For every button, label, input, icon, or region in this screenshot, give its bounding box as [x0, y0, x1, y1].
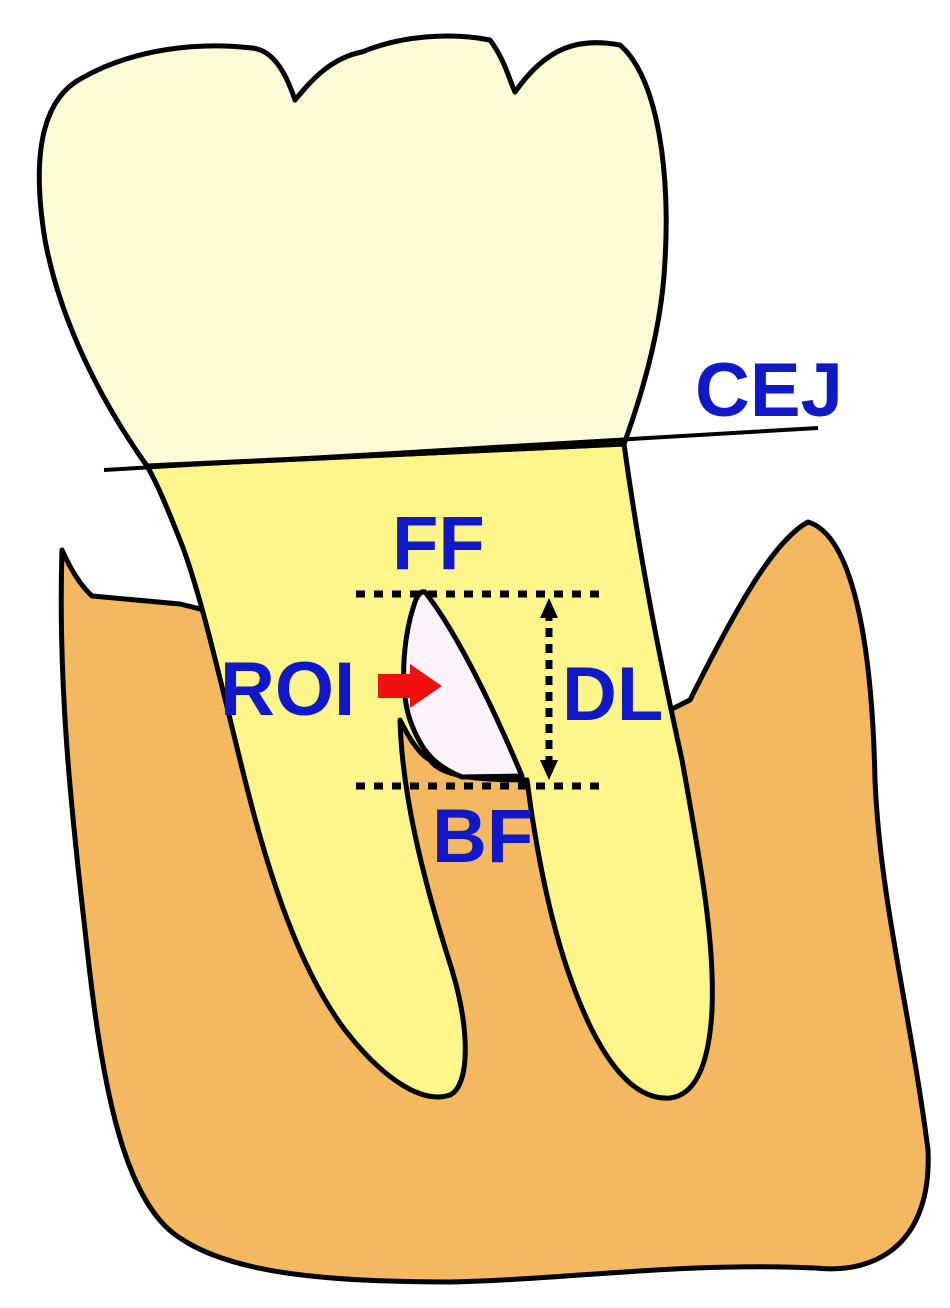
tooth-root [144, 441, 715, 1101]
dl-label: DL [562, 652, 663, 737]
roi-arrow [378, 664, 442, 708]
dl-measure-arrow [540, 598, 558, 780]
ff-label: FF [392, 501, 485, 586]
lesion-area [401, 589, 525, 780]
cej-label: CEJ [695, 348, 843, 433]
cej-line [103, 426, 819, 472]
roi-label: ROI [220, 647, 355, 732]
tooth-crown [36, 33, 669, 469]
bf-label: BF [432, 794, 533, 879]
